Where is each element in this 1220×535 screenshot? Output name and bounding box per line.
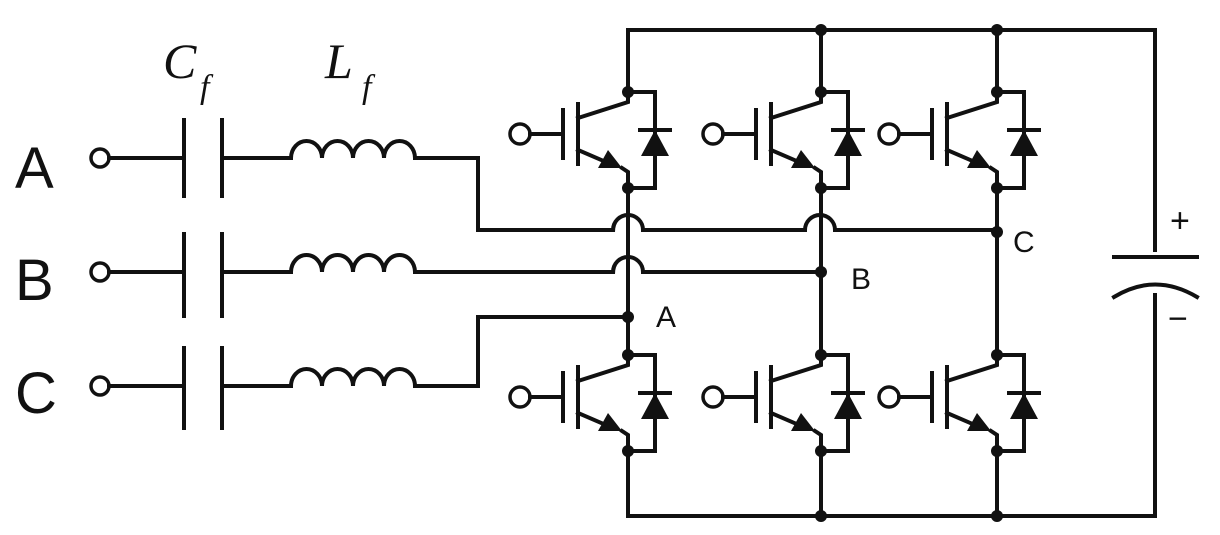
igbt-icon (701, 353, 823, 453)
phase-label-a: A (15, 136, 54, 201)
dc-plus-label: + (1170, 202, 1190, 240)
capacitor-icon (182, 232, 224, 318)
terminal-a (89, 147, 111, 169)
diode-icon (819, 90, 865, 190)
capacitor-label: C f (163, 33, 214, 106)
junction-dots (622, 24, 1003, 522)
igbt-lower-a (508, 353, 672, 453)
phase-label-b: B (15, 248, 54, 313)
dc-bus-top (626, 28, 1157, 252)
inductor-icon (288, 253, 418, 275)
diode-icon (819, 353, 865, 453)
diode-icon (626, 90, 672, 190)
diode-icon (626, 353, 672, 453)
svg-text:f: f (362, 69, 376, 106)
igbt-icon (508, 90, 630, 190)
phase-row-b (89, 232, 615, 318)
phase-row-c (89, 315, 630, 430)
crossover-hop (610, 213, 999, 233)
igbt-lower-b (701, 353, 865, 453)
diode-icon (995, 353, 1041, 453)
inductor-label: L f (324, 33, 376, 106)
terminal-b (89, 261, 111, 283)
svg-text:C: C (163, 33, 197, 89)
phase-label-c: C (15, 361, 57, 426)
node-label-a: A (656, 301, 676, 334)
crossover-hop (610, 255, 823, 275)
svg-text:L: L (324, 33, 353, 89)
dc-bus-bottom (626, 293, 1157, 518)
phase-row-a (89, 118, 615, 232)
igbt-icon (508, 353, 630, 453)
igbt-lower-c (877, 353, 1041, 453)
igbt-upper-a (508, 90, 672, 190)
terminal-c (89, 375, 111, 397)
dc-minus-label: − (1168, 300, 1188, 338)
diode-icon (995, 90, 1041, 190)
igbt-icon (877, 90, 999, 190)
inductor-icon (288, 367, 418, 389)
igbt-icon (877, 353, 999, 453)
node-label-b: B (851, 263, 871, 296)
svg-text:f: f (200, 69, 214, 106)
inductor-icon (288, 139, 418, 161)
capacitor-icon (182, 346, 224, 430)
capacitor-icon (182, 118, 224, 198)
dc-capacitor-icon (1111, 255, 1200, 300)
node-label-c: C (1013, 226, 1035, 259)
igbt-upper-c (877, 90, 1041, 190)
igbt-upper-b (701, 90, 865, 190)
igbt-icon (701, 90, 823, 190)
